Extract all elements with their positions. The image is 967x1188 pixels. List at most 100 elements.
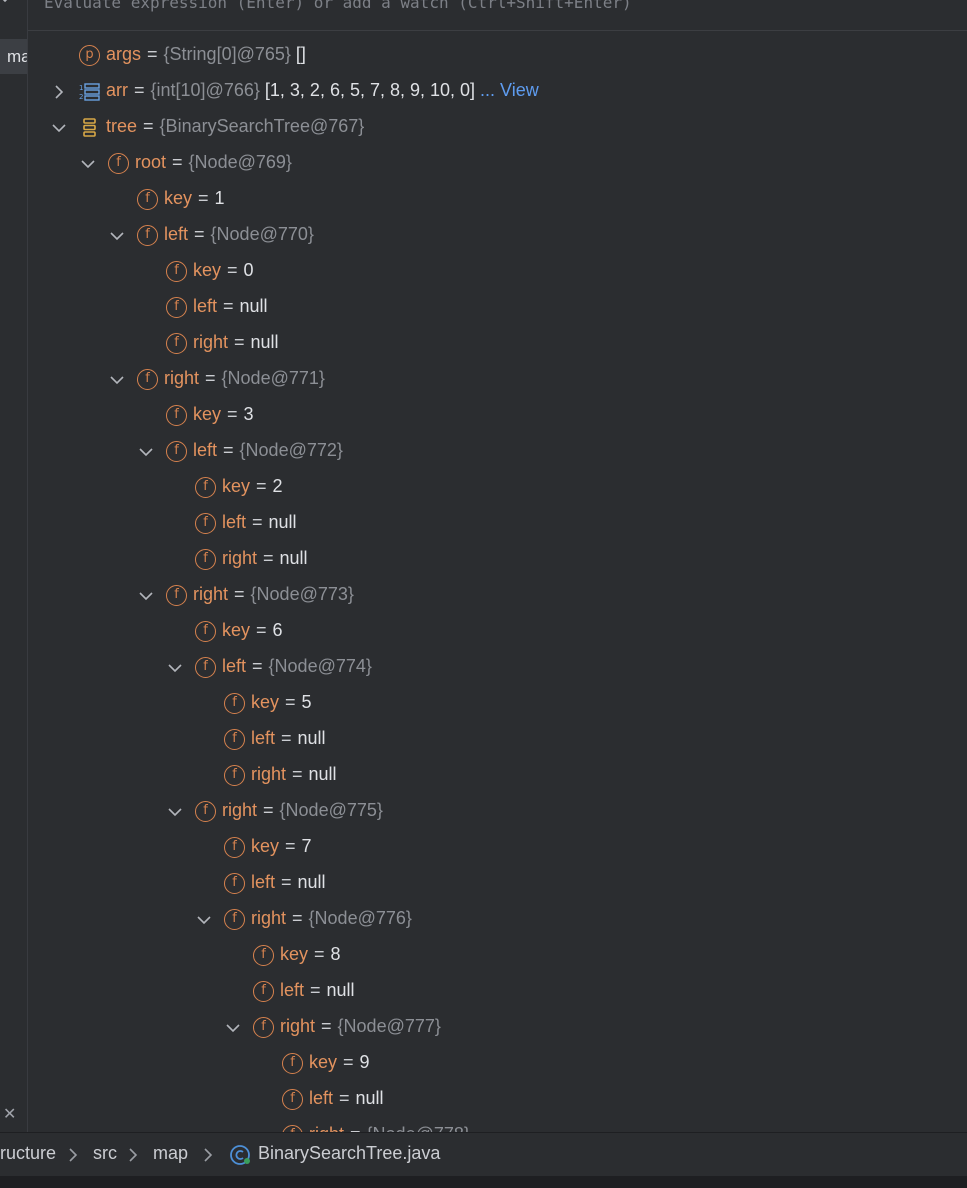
chevron-down-icon[interactable] — [109, 228, 125, 244]
variable-text: key=8 — [280, 944, 341, 965]
variable-value: null — [297, 728, 326, 748]
equals-sign: = — [256, 476, 267, 496]
field-icon: f — [253, 1017, 274, 1038]
variable-name: key — [193, 404, 222, 424]
chevron-down-icon[interactable] — [167, 660, 183, 676]
variable-type: {Node@776} — [308, 908, 412, 928]
equals-sign: = — [343, 1052, 354, 1072]
field-icon: f — [224, 909, 245, 930]
variable-text: left={Node@772} — [193, 440, 343, 461]
variable-type: {Node@773} — [250, 584, 354, 604]
variable-value: 6 — [272, 620, 283, 640]
chevron-down-icon[interactable] — [138, 444, 154, 460]
variable-row-n777[interactable]: f right={Node@777} — [28, 1010, 928, 1046]
equals-sign: = — [234, 332, 245, 352]
variable-type: {Node@777} — [337, 1016, 441, 1036]
chevron-down-icon[interactable] — [167, 804, 183, 820]
variable-value: null — [297, 872, 326, 892]
variable-type: {BinarySearchTree@767} — [159, 116, 365, 136]
view-link[interactable]: ... View — [480, 80, 539, 100]
chevron-right-icon — [204, 1148, 213, 1162]
variable-row-tree[interactable]: tree={BinarySearchTree@767} — [28, 110, 928, 146]
field-icon: f — [137, 225, 158, 246]
variable-value: 5 — [301, 692, 312, 712]
frame-tab-label: ma — [7, 47, 27, 66]
breadcrumb-file[interactable]: BinarySearchTree.java — [258, 1143, 441, 1163]
field-icon: f — [166, 261, 187, 282]
chevron-down-icon[interactable] — [109, 372, 125, 388]
equals-sign: = — [285, 836, 296, 856]
breadcrumb-item[interactable]: src — [93, 1143, 117, 1163]
variable-type: {int[10]@766} — [150, 80, 260, 100]
variable-value: [1, 3, 2, 6, 5, 7, 8, 9, 10, 0] — [264, 80, 476, 100]
navigation-bar: ructure src map BinarySearchTree.java — [0, 1132, 967, 1177]
variable-value: 7 — [301, 836, 312, 856]
variable-text: right={Node@771} — [164, 368, 325, 389]
bottom-edge — [0, 1176, 967, 1188]
evaluate-expression-input[interactable] — [44, 0, 944, 12]
chevron-down-icon[interactable] — [80, 156, 96, 172]
variable-name: key — [309, 1052, 338, 1072]
variable-text: left=null — [251, 872, 326, 893]
chevron-down-icon[interactable] — [0, 0, 12, 8]
equals-sign: = — [205, 368, 216, 388]
variable-text: left=null — [280, 980, 355, 1001]
chevron-down-icon[interactable] — [51, 120, 67, 136]
evaluate-bar — [28, 0, 967, 31]
chevron-right-icon[interactable] — [51, 84, 67, 100]
chevron-down-icon[interactable] — [196, 912, 212, 928]
variable-value: 0 — [243, 260, 254, 280]
variable-text: right={Node@777} — [280, 1016, 441, 1037]
variable-text: left=null — [309, 1088, 384, 1109]
variable-value: null — [268, 512, 297, 532]
field-icon: f — [195, 513, 216, 534]
variable-value: 8 — [330, 944, 341, 964]
close-icon[interactable]: ✕ — [3, 1106, 17, 1123]
chevron-down-icon[interactable] — [138, 588, 154, 604]
variable-text: left={Node@774} — [222, 656, 372, 677]
equals-sign: = — [292, 764, 303, 784]
breadcrumb-item[interactable]: map — [153, 1143, 189, 1163]
class-icon — [230, 1145, 250, 1165]
variable-type: {Node@778} — [367, 1124, 470, 1132]
equals-sign: = — [194, 224, 205, 244]
field-icon: f — [195, 621, 216, 642]
chevron-down-icon[interactable] — [225, 1020, 241, 1036]
variable-row-n773-key[interactable]: f key=6 — [28, 614, 928, 650]
variable-name: key — [193, 260, 222, 280]
frame-tab[interactable]: ma — [0, 39, 27, 74]
variable-text: key=6 — [222, 620, 283, 641]
variable-name: left — [222, 656, 247, 676]
breadcrumb-item[interactable]: ructure — [0, 1143, 57, 1163]
variable-name: root — [135, 152, 167, 172]
variable-value: 2 — [272, 476, 283, 496]
